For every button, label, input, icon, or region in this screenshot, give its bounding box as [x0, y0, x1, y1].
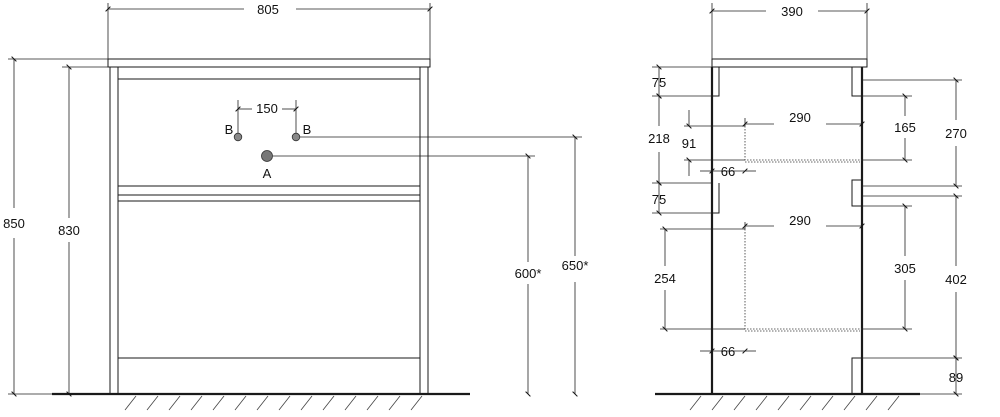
lower-inner-offset-label: 66 — [721, 344, 735, 359]
front-left-panel — [109, 66, 119, 395]
front-ground-hatch — [124, 395, 423, 411]
upper-section-label: 270 — [945, 126, 967, 141]
leg-height-label: 89 — [949, 370, 963, 385]
side-ground-hatch — [689, 395, 900, 411]
upper-inner-depth-label: 290 — [789, 110, 811, 125]
front-countertop — [107, 58, 431, 68]
inlet-b-right-label: B — [303, 122, 312, 137]
side-depth-label: 390 — [781, 4, 803, 19]
front-middle-rail — [117, 185, 421, 196]
upper-top-gap-label: 75 — [652, 75, 666, 90]
front-total-height-label: 850 — [3, 216, 25, 231]
side-plinth-back-notch — [851, 357, 862, 394]
upper-inner-drawer — [744, 126, 862, 161]
drain-a-marker — [261, 150, 273, 162]
inlet-b-height-label: 650* — [562, 258, 589, 273]
lower-inner-depth-label: 290 — [789, 213, 811, 228]
lower-section-label: 402 — [945, 272, 967, 287]
upper-rail-label: 165 — [894, 120, 916, 135]
front-body-height-label: 830 — [58, 223, 80, 238]
side-view: 390 75 218 91 290 66 75 2 — [648, 3, 967, 411]
side-lower-front-notch — [712, 183, 720, 214]
upper-inner-height-label: 91 — [682, 136, 696, 151]
lower-drawer-height-label: 254 — [654, 271, 676, 286]
lower-inner-drawer — [744, 229, 862, 330]
side-upper-back-notch — [851, 66, 862, 97]
side-middle-back-notch — [851, 179, 862, 207]
drain-a-label: A — [263, 166, 272, 181]
upper-drawer-height-label: 218 — [648, 131, 670, 146]
tap-spacing-label: 150 — [256, 101, 278, 116]
side-countertop — [711, 58, 868, 68]
lower-rail-label: 305 — [894, 261, 916, 276]
upper-inner-offset-label: 66 — [721, 164, 735, 179]
front-right-panel — [419, 66, 429, 395]
side-upper-front-notch — [712, 67, 720, 97]
front-view: 805 850 830 150 B B A 650* — [3, 2, 589, 411]
inlet-b-right-marker — [291, 132, 301, 142]
drain-a-height-label: 600* — [515, 266, 542, 281]
inlet-b-left-label: B — [225, 122, 234, 137]
inlet-b-left-marker — [233, 132, 243, 142]
lower-top-gap-label: 75 — [652, 192, 666, 207]
front-width-label: 805 — [257, 2, 279, 17]
